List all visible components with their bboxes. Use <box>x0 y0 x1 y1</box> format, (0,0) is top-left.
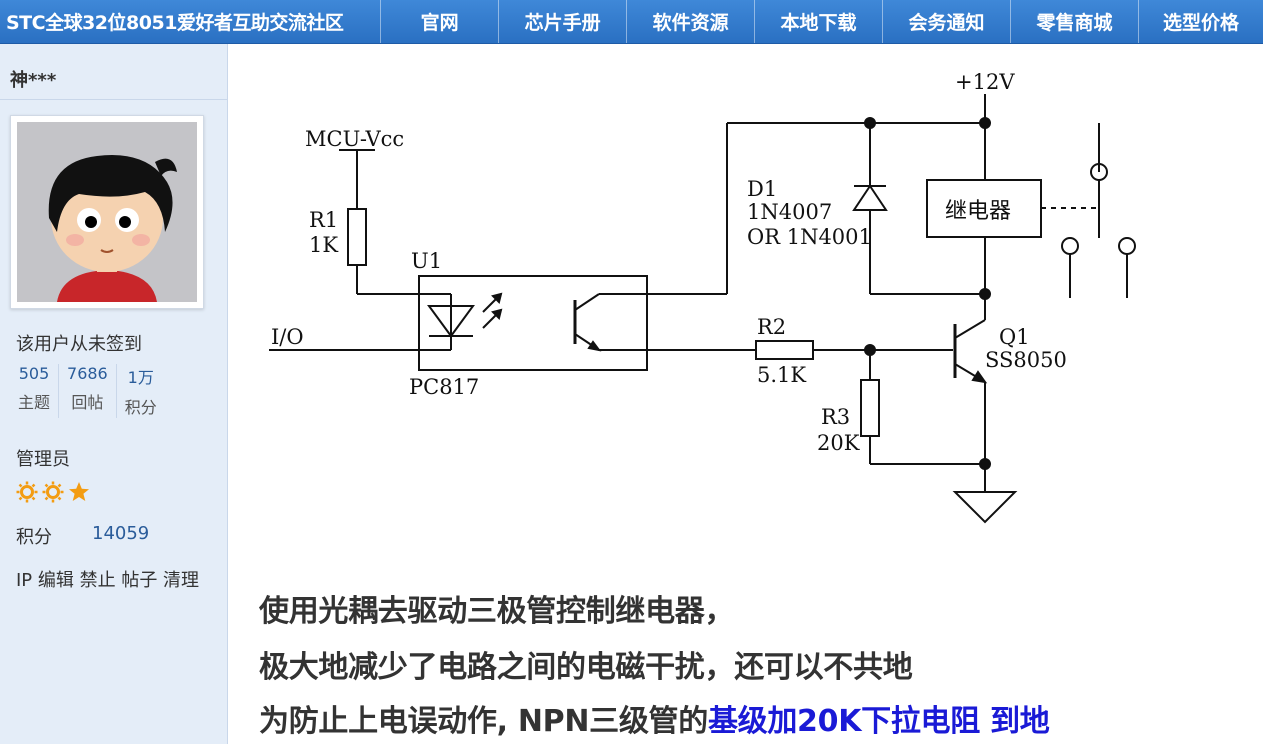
ground-icon <box>952 491 1018 524</box>
label-r2: R2 <box>757 315 786 339</box>
label-r3: R3 <box>821 405 850 429</box>
resistor-r3 <box>860 379 880 437</box>
nav-official[interactable]: 官网 <box>380 0 498 43</box>
label-d1-alt: OR 1N4001 <box>747 225 872 249</box>
avatar-image <box>17 122 197 302</box>
optocoupler-u1 <box>418 275 648 371</box>
label-relay: 继电器 <box>945 199 1011 224</box>
stat-points-label: 积分 <box>124 398 157 417</box>
stat-topics-value: 505 <box>18 364 50 383</box>
label-r3-value: 20K <box>817 431 860 455</box>
divider <box>0 99 228 100</box>
label-mcu-vcc: MCU-Vcc <box>305 127 404 151</box>
admin-links[interactable]: IP 编辑 禁止 帖子 清理 <box>16 570 200 591</box>
nav-datasheet[interactable]: 芯片手册 <box>498 0 626 43</box>
label-r2-value: 5.1K <box>757 363 806 387</box>
site-title[interactable]: STC全球32位8051爱好者互助交流社区 <box>6 12 344 34</box>
post-content: MCU-Vcc R1 1K U1 I/O PC817 +12V D1 1N400… <box>229 44 1263 744</box>
top-nav: STC全球32位8051爱好者互助交流社区 官网 芯片手册 软件资源 本地下载 … <box>0 0 1263 44</box>
led-icon <box>427 305 475 338</box>
label-12v: +12V <box>955 70 1015 94</box>
user-stats: 505 主题 7686 回帖 1万 积分 <box>10 364 210 418</box>
nav-shop[interactable]: 零售商城 <box>1010 0 1138 43</box>
label-d1: D1 <box>747 177 777 201</box>
points-row: 积分 14059 <box>16 523 149 549</box>
points-value: 14059 <box>92 523 150 544</box>
caption-highlight: 基级加20K下拉电阻 到地 <box>707 704 1050 739</box>
sun-icon <box>16 481 38 503</box>
avatar[interactable] <box>10 115 204 309</box>
caption-line-3: 为防止上电误动作, NPN三级管的基级加20K下拉电阻 到地 <box>259 696 1050 740</box>
label-q1-part: SS8050 <box>985 348 1067 372</box>
star-icon <box>69 482 89 501</box>
caption-line-1: 使用光耦去驱动三极管控制继电器， <box>259 594 735 629</box>
label-r1: R1 <box>309 208 338 232</box>
resistor-r2 <box>755 340 814 360</box>
nav-software[interactable]: 软件资源 <box>626 0 754 43</box>
circuit-diagram: MCU-Vcc R1 1K U1 I/O PC817 +12V D1 1N400… <box>269 70 1136 524</box>
stat-topics-label: 主题 <box>18 393 51 412</box>
stat-replies-value: 7686 <box>67 364 108 383</box>
label-r1-value: 1K <box>309 233 338 257</box>
nav-download[interactable]: 本地下载 <box>754 0 882 43</box>
caption-line-2: 极大地减少了电路之间的电磁干扰，还可以不共地 <box>259 650 913 685</box>
stat-points[interactable]: 1万 积分 <box>117 364 165 418</box>
caption-line-3-text: 为防止上电误动作, NPN三级管的 <box>259 704 708 739</box>
label-pc817: PC817 <box>409 375 479 399</box>
label-io: I/O <box>271 325 304 349</box>
user-role[interactable]: 管理员 <box>16 449 70 470</box>
sun-icon <box>42 481 64 503</box>
rank-stars <box>16 481 90 503</box>
nav-notice[interactable]: 会务通知 <box>882 0 1010 43</box>
user-sidebar: 神*** 该用户从未签到 505 主 <box>0 44 228 744</box>
stat-replies-label: 回帖 <box>71 393 104 412</box>
stat-topics[interactable]: 505 主题 <box>10 364 60 418</box>
stat-points-value: 1万 <box>127 368 154 387</box>
signin-status: 该用户从未签到 <box>16 334 142 355</box>
diode-d1 <box>852 184 888 211</box>
username[interactable]: 神*** <box>10 70 57 91</box>
stat-replies[interactable]: 7686 回帖 <box>59 364 117 418</box>
label-q1: Q1 <box>999 325 1030 349</box>
points-label: 积分 <box>16 527 52 548</box>
label-u1: U1 <box>411 249 442 273</box>
label-d1-part: 1N4007 <box>747 200 832 224</box>
resistor-r1 <box>347 208 367 266</box>
nav-pricing[interactable]: 选型价格 <box>1137 0 1263 43</box>
